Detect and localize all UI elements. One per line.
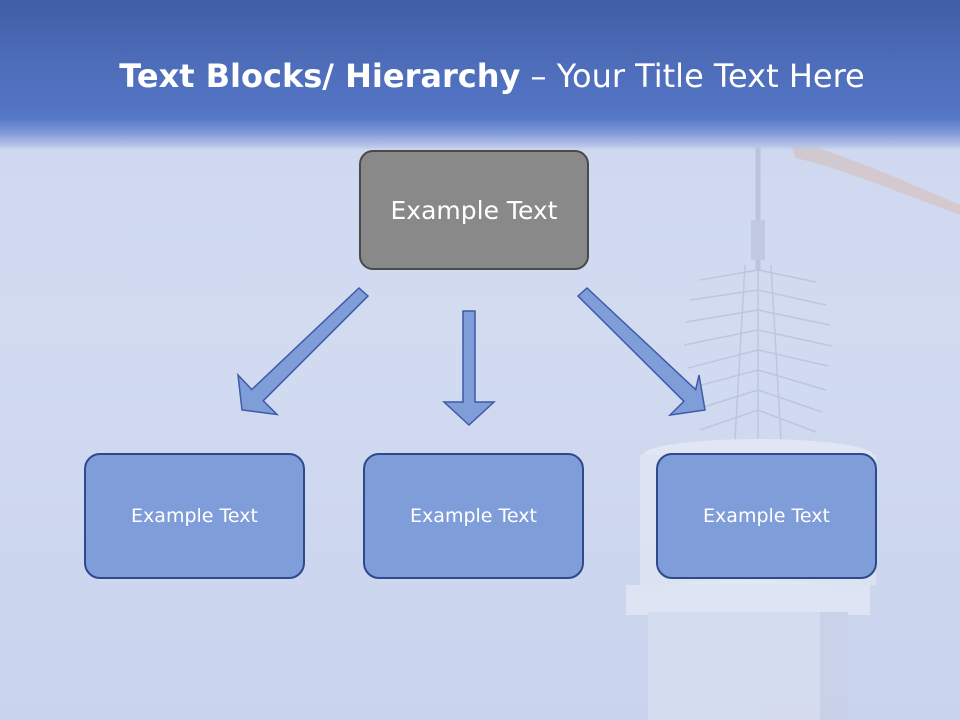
root-node-box[interactable]: Example Text xyxy=(359,150,589,270)
child-node-box-right[interactable]: Example Text xyxy=(656,453,877,579)
arrow-to-right-box xyxy=(576,286,706,417)
title-bold-part: Text Blocks/ Hierarchy xyxy=(119,57,521,95)
child-node-box-left[interactable]: Example Text xyxy=(84,453,305,579)
slide-title: Text Blocks/ Hierarchy – Your Title Text… xyxy=(0,52,960,100)
child-node-box-center[interactable]: Example Text xyxy=(363,453,584,579)
title-regular-part: – Your Title Text Here xyxy=(520,57,865,95)
arrow-to-left-box xyxy=(237,286,370,416)
arrow-to-center-box xyxy=(442,310,496,427)
title-bar xyxy=(0,0,960,150)
